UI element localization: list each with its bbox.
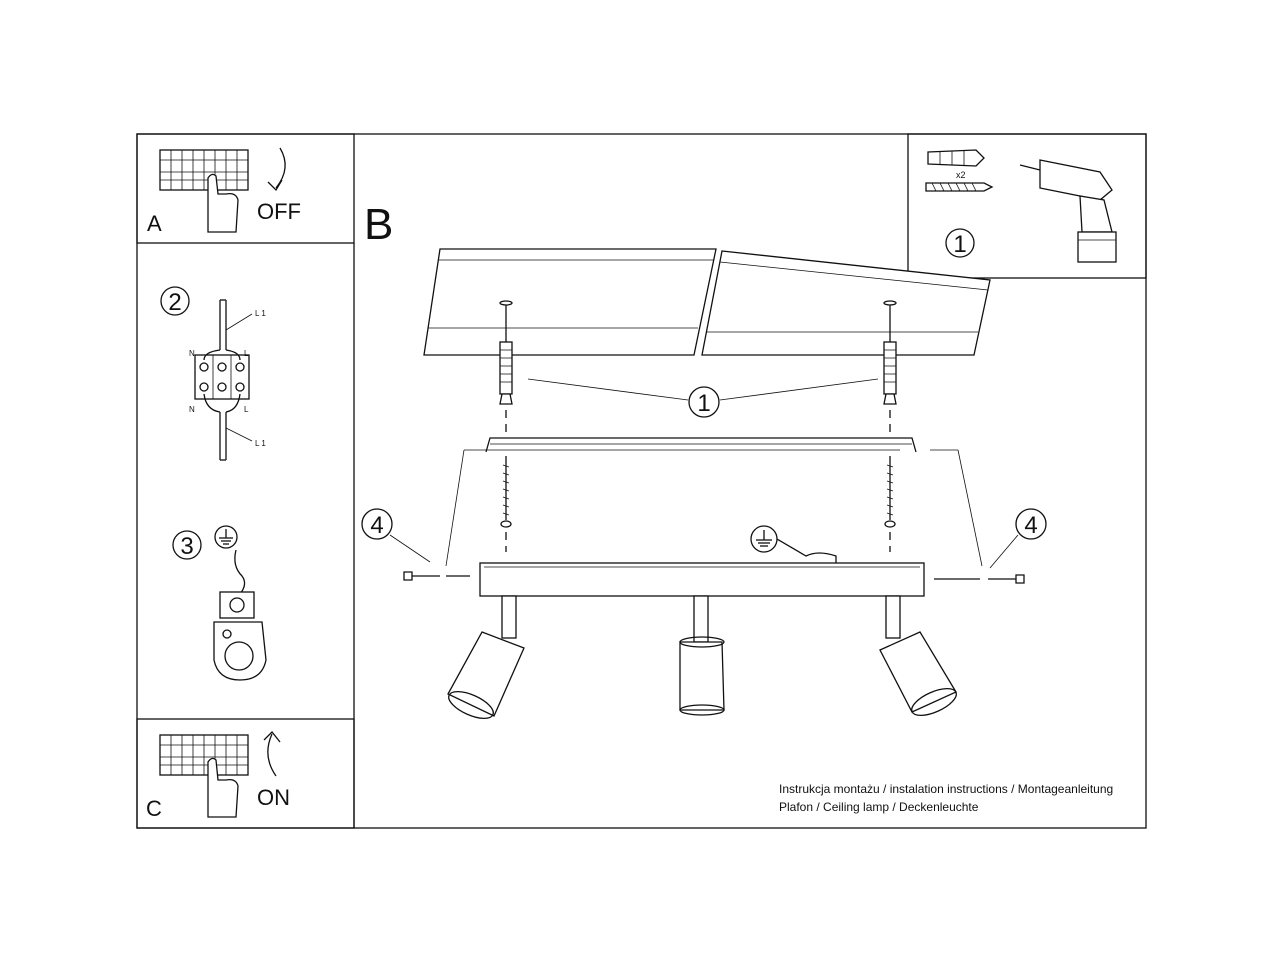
step-1-tools-label: 1 xyxy=(953,231,966,258)
step-1-callout-label: 1 xyxy=(697,390,710,417)
step-1-tools-circle xyxy=(945,228,975,258)
step-1-callout-circle xyxy=(688,386,720,418)
wire-label-l1-top: L 1 xyxy=(255,309,266,318)
wall-plug-icon xyxy=(927,149,985,167)
wire-label-l-bottom: L xyxy=(244,405,249,414)
panel-c-letter: C xyxy=(146,796,162,821)
step-4-right-circle xyxy=(1015,508,1047,540)
breaker-on-icon xyxy=(159,731,281,818)
step-4-left-label: 4 xyxy=(370,512,383,539)
drill-icon xyxy=(1019,159,1117,263)
ground-terminal-icon xyxy=(213,549,267,681)
anchor-right-icon xyxy=(883,305,897,405)
ceiling-slab-icon xyxy=(423,248,991,356)
side-screw-left-icon xyxy=(403,571,470,581)
lamp-base-icon xyxy=(479,562,925,597)
mounting-bracket-icon xyxy=(445,437,983,567)
sheet-border xyxy=(136,133,1147,829)
footer-title: Instrukcja montażu / instalation instruc… xyxy=(779,782,1113,796)
panel-a-action: OFF xyxy=(257,199,301,224)
spotlight-center-icon xyxy=(679,595,725,716)
wire-label-l1-bottom: L 1 xyxy=(255,439,266,448)
ground-symbol-icon xyxy=(214,525,238,549)
step-3-circle xyxy=(172,530,202,560)
panel-b-letter: B xyxy=(364,200,393,249)
step-2-circle xyxy=(160,286,190,316)
screw-right-icon xyxy=(884,456,896,528)
lamp-ground-symbol-icon xyxy=(750,525,837,563)
panel-c-action: ON xyxy=(257,785,290,810)
tools-box xyxy=(907,133,1147,279)
spotlight-left-icon xyxy=(447,595,525,720)
wire-label-n-top: N xyxy=(189,349,195,358)
step-4-left-circle xyxy=(361,508,393,540)
step-4-right-label: 4 xyxy=(1024,512,1037,539)
panel-a-box xyxy=(136,133,355,244)
breaker-off-icon xyxy=(159,147,286,233)
side-screw-right-icon xyxy=(934,574,1025,584)
spotlight-right-icon xyxy=(879,595,957,717)
screw-left-icon xyxy=(500,456,512,528)
screw-icon xyxy=(925,182,994,192)
step-2-label: 2 xyxy=(168,289,181,316)
step-3-label: 3 xyxy=(180,533,193,560)
wire-label-l-top: L xyxy=(244,349,249,358)
wire-label-n-bottom: N xyxy=(189,405,195,414)
terminal-block-icon xyxy=(194,299,253,461)
panel-a-letter: A xyxy=(147,211,162,236)
footer-subtitle: Plafon / Ceiling lamp / Deckenleuchte xyxy=(779,800,979,814)
quantity-label: x2 xyxy=(956,170,966,180)
anchor-left-icon xyxy=(499,305,513,405)
